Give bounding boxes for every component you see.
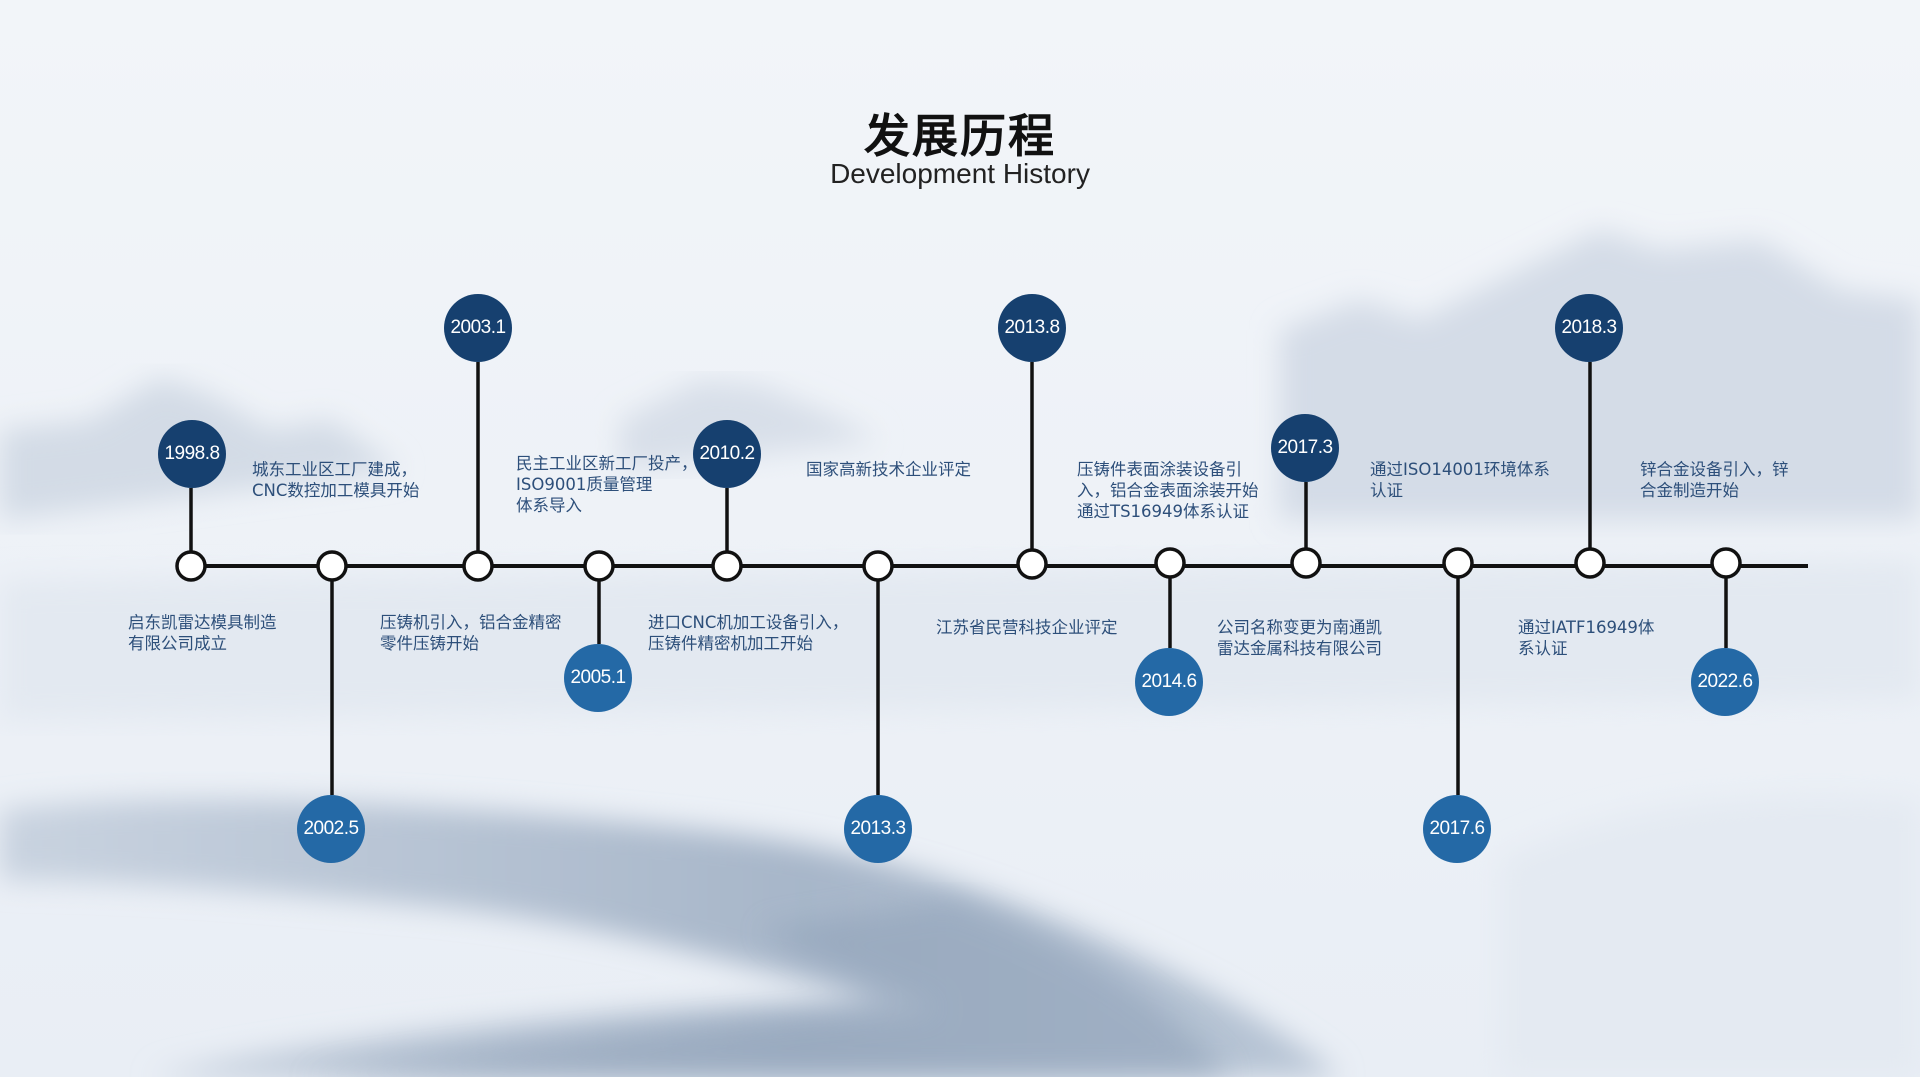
timeline-node <box>711 550 743 582</box>
page-title: 发展历程 <box>864 109 1056 163</box>
mountain-right <box>1280 230 1920 520</box>
milestone-desc-1998-8: 启东凯雷达模具制造 有限公司成立 <box>128 613 277 653</box>
mist-band <box>0 560 1920 720</box>
date-badge-2017-6: 2017.6 <box>1423 795 1491 863</box>
timeline-node <box>1442 547 1474 579</box>
milestone-desc-2017-3: 公司名称变更为南通凯 雷达金属科技有限公司 <box>1217 618 1382 658</box>
page-subtitle: Development History <box>830 158 1090 189</box>
timeline-node <box>862 550 894 582</box>
timeline-node <box>462 550 494 582</box>
ink-river-core <box>300 900 1230 1077</box>
date-badge-1998-8: 1998.8 <box>158 420 226 488</box>
timeline-node <box>1154 547 1186 579</box>
timeline-node <box>583 550 615 582</box>
date-badge-2022-6: 2022.6 <box>1691 648 1759 716</box>
milestone-desc-2017-6: 通过ISO14001环境体系 认证 <box>1370 460 1550 500</box>
timeline-node <box>1710 547 1742 579</box>
milestone-desc-2002-5: 城东工业区工厂建成， CNC数控加工模具开始 <box>252 460 420 500</box>
milestone-desc-2014-6: 压铸件表面涂装设备引 入，铝合金表面涂装开始 通过TS16949体系认证 <box>1077 460 1259 521</box>
mountain-center <box>620 380 880 470</box>
milestone-desc-2010-2: 进口CNC机加工设备引入， 压铸件精密机加工开始 <box>648 613 849 653</box>
date-badge-2017-3: 2017.3 <box>1271 414 1339 482</box>
date-badge-2010-2: 2010.2 <box>693 420 761 488</box>
milestone-desc-2013-8: 江苏省民营科技企业评定 <box>936 618 1118 637</box>
date-badge-2013-3: 2013.3 <box>844 795 912 863</box>
date-badge-2013-8: 2013.8 <box>998 294 1066 362</box>
timeline-node <box>175 550 207 582</box>
timeline-node <box>316 550 348 582</box>
date-badge-2003-1: 2003.1 <box>444 294 512 362</box>
timeline-node <box>1290 547 1322 579</box>
milestone-desc-2022-6: 锌合金设备引入，锌 合金制造开始 <box>1640 460 1789 500</box>
date-badge-2014-6: 2014.6 <box>1135 648 1203 716</box>
date-badge-2005-1: 2005.1 <box>564 644 632 712</box>
date-badge-2002-5: 2002.5 <box>297 795 365 863</box>
date-badge-2018-3: 2018.3 <box>1555 294 1623 362</box>
timeline-node <box>1574 547 1606 579</box>
shore-right <box>1500 796 1920 1077</box>
milestone-desc-2005-1: 民主工业区新工厂投产， ISO9001质量管理 体系导入 <box>516 454 698 515</box>
timeline-node <box>1016 548 1048 580</box>
milestone-desc-2018-3: 通过IATF16949体 系认证 <box>1518 618 1655 658</box>
milestone-desc-2003-1: 压铸机引入，铝合金精密 零件压铸开始 <box>380 613 562 653</box>
milestone-desc-2013-3: 国家高新技术企业评定 <box>806 460 971 479</box>
